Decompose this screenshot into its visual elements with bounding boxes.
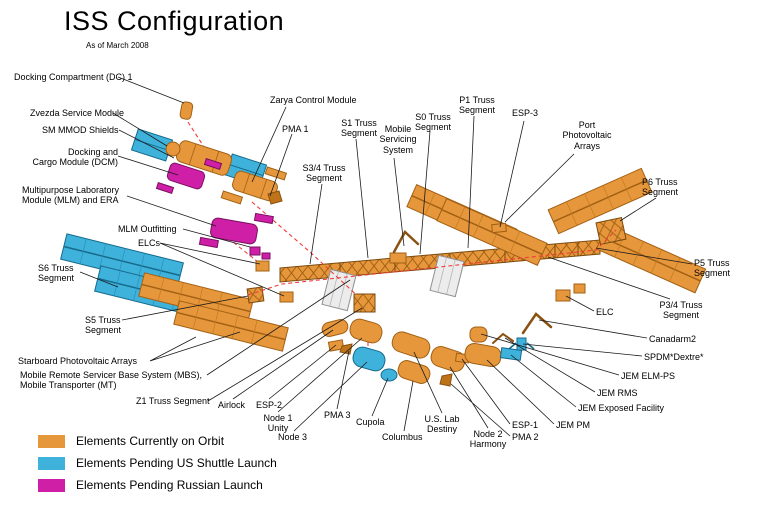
zarya-control-module bbox=[220, 166, 288, 205]
label-starboard-pv-arrays: Starboard Photovoltaic Arrays bbox=[18, 356, 138, 366]
airlock-module bbox=[321, 319, 349, 337]
jem-exposed-facility bbox=[499, 347, 523, 361]
legend-item-pending-us: Elements Pending US Shuttle Launch bbox=[38, 452, 277, 474]
mlm-outfitting-parts bbox=[249, 246, 271, 260]
page-title: ISS Configuration bbox=[64, 6, 285, 36]
canadarm2-arm bbox=[521, 312, 553, 335]
label-zvezda-service-module: Zvezda Service Module bbox=[30, 108, 125, 118]
label-canadarm2: Canadarm2 bbox=[649, 334, 697, 344]
legend-swatch-pending-us bbox=[38, 456, 65, 470]
z1-truss-segment bbox=[353, 293, 376, 313]
legend-label-on-orbit: Elements Currently on Orbit bbox=[76, 434, 225, 448]
label-leader-lines bbox=[79, 76, 693, 437]
pma2-adapter bbox=[439, 373, 453, 387]
label-esp2: ESP-2 bbox=[256, 400, 283, 410]
mobile-servicing-system bbox=[389, 229, 420, 264]
columbus-module bbox=[397, 360, 431, 384]
label-spdm-dextre: SPDM*Dextre* bbox=[644, 352, 704, 362]
label-s5-truss: S5 Truss Segment bbox=[85, 315, 122, 336]
label-s34-truss: S3/4 Truss Segment bbox=[302, 163, 346, 184]
starboard-photovoltaic-arrays bbox=[138, 272, 289, 352]
label-s1-truss: S1 Truss Segment bbox=[340, 118, 378, 139]
label-p6-truss: P6 Truss Segment bbox=[642, 177, 679, 198]
label-cupola: Cupola bbox=[356, 417, 385, 427]
us-lab-destiny bbox=[391, 331, 431, 359]
label-docking-compartment-dc1: Docking Compartment (DC) 1 bbox=[14, 72, 133, 82]
legend-label-pending-russian: Elements Pending Russian Launch bbox=[76, 478, 263, 492]
label-airlock: Airlock bbox=[218, 400, 246, 410]
label-pma2: PMA 2 bbox=[512, 432, 539, 442]
label-jem-exposed-facility: JEM Exposed Facility bbox=[578, 403, 665, 413]
label-esp1: ESP-1 bbox=[512, 420, 539, 430]
label-node2-harmony: Node 2 Harmony bbox=[469, 429, 507, 450]
label-dcm: Docking and Cargo Module (DCM) bbox=[32, 147, 118, 168]
dcm-module bbox=[155, 158, 223, 194]
label-pma1: PMA 1 bbox=[282, 124, 309, 134]
label-pma3: PMA 3 bbox=[324, 410, 351, 420]
legend: Elements Currently on Orbit Elements Pen… bbox=[38, 430, 277, 496]
label-elcs: ELCs bbox=[138, 238, 161, 248]
label-zarya-control-module: Zarya Control Module bbox=[270, 95, 357, 105]
label-jem-rms: JEM RMS bbox=[597, 388, 638, 398]
node3-module bbox=[352, 346, 386, 372]
esp3-platform bbox=[491, 222, 507, 234]
label-mobile-servicing-system: Mobile Servicing System bbox=[379, 124, 417, 155]
legend-swatch-on-orbit bbox=[38, 434, 65, 448]
mlm-module bbox=[198, 212, 274, 249]
label-node1-unity: Node 1 Unity bbox=[263, 413, 293, 434]
label-node3: Node 3 bbox=[278, 432, 308, 442]
label-z1-truss: Z1 Truss Segment bbox=[136, 396, 210, 406]
label-sm-mmod-shields: SM MMOD Shields bbox=[42, 125, 119, 135]
elc-carriers-left bbox=[255, 260, 294, 303]
legend-label-pending-us: Elements Pending US Shuttle Launch bbox=[76, 456, 277, 470]
label-s0-truss: S0 Truss Segment bbox=[414, 112, 452, 133]
label-mlm-outfitting: MLM Outfitting bbox=[118, 224, 177, 234]
label-p1-truss: P1 Truss Segment bbox=[458, 95, 496, 116]
label-columbus: Columbus bbox=[382, 432, 423, 442]
elc-carrier-right bbox=[555, 283, 586, 302]
pma1-adapter bbox=[267, 190, 283, 205]
label-elc: ELC bbox=[596, 307, 614, 317]
legend-swatch-pending-russian bbox=[38, 478, 65, 492]
s5-truss-segment bbox=[246, 286, 265, 304]
label-p5-truss: P5 Truss Segment bbox=[694, 258, 731, 279]
dc1-module bbox=[179, 101, 194, 120]
label-us-lab-destiny: U.S. Lab Destiny bbox=[424, 414, 460, 435]
jem-pm-module bbox=[464, 342, 502, 368]
label-jem-pm: JEM PM bbox=[556, 420, 591, 430]
node1-unity bbox=[349, 318, 383, 344]
label-esp3: ESP-3 bbox=[512, 108, 539, 118]
label-mlm-era: Multipurpose Laboratory Module (MLM) and… bbox=[22, 185, 120, 206]
legend-item-pending-russian: Elements Pending Russian Launch bbox=[38, 474, 277, 496]
cupola-module bbox=[380, 368, 398, 382]
label-p34-truss: P3/4 Truss Segment bbox=[659, 300, 703, 321]
legend-item-on-orbit: Elements Currently on Orbit bbox=[38, 430, 277, 452]
label-mbs-mt: Mobile Remote Servicer Base System (MBS)… bbox=[20, 370, 203, 391]
label-port-pv-arrays: Port Photovoltaic Arrays bbox=[562, 120, 612, 151]
jem-rms-arm bbox=[492, 332, 514, 344]
jem-elm-ps-module bbox=[469, 326, 488, 343]
assembly-dashed-lines bbox=[187, 121, 617, 356]
p6-truss-segment-arrays bbox=[547, 167, 707, 294]
page-subtitle: As of March 2008 bbox=[86, 41, 149, 50]
label-s6-truss: S6 Truss Segment bbox=[38, 263, 75, 284]
label-jem-elm-ps: JEM ELM-PS bbox=[621, 371, 676, 381]
